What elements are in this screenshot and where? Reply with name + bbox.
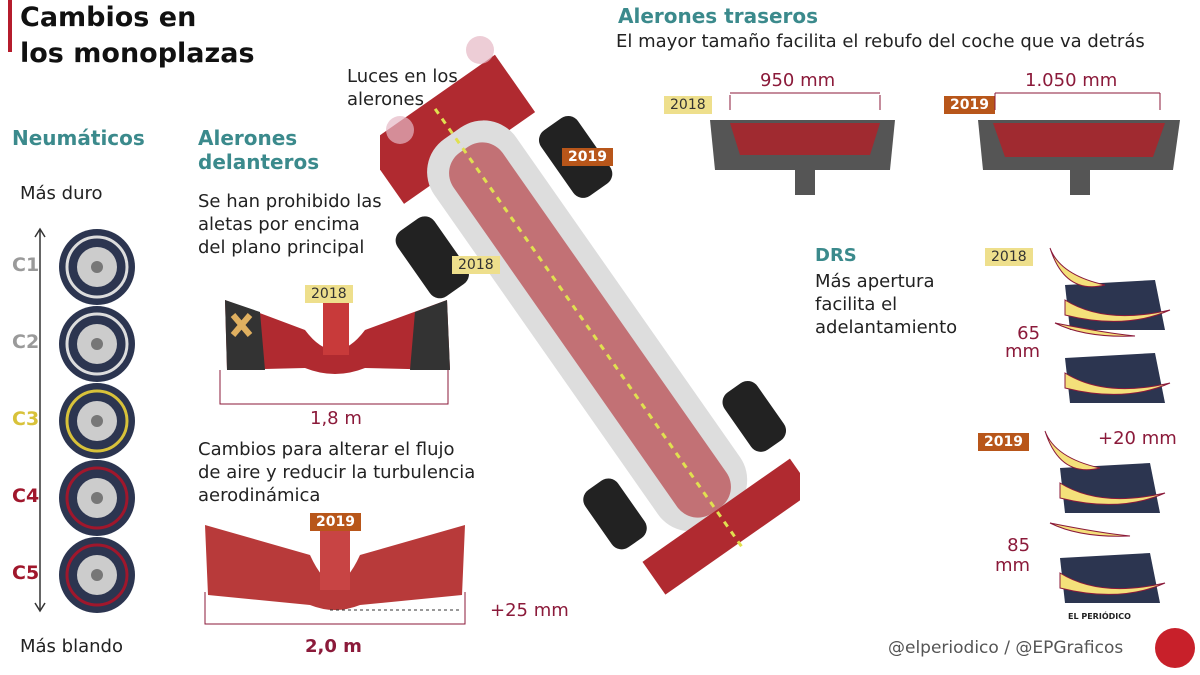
hardness-arrow	[34, 227, 46, 613]
tyre-icon	[59, 229, 135, 305]
compound-label: C4	[12, 485, 40, 507]
car-2018-badge: 2018	[452, 256, 500, 274]
rear-wings-heading: Alerones traseros	[618, 4, 819, 28]
tyre-icon	[59, 383, 135, 459]
drs-wing-image	[1054, 322, 1171, 403]
page-title: Cambios en los monoplazas	[20, 0, 255, 72]
drs-heading: DRS	[815, 245, 857, 266]
car-2019-badge: 2019	[562, 148, 613, 166]
title-line: Cambios en	[20, 2, 197, 33]
note-line: alerones	[347, 89, 424, 110]
tyre-icon	[59, 537, 135, 613]
note-line: Luces en los	[347, 66, 458, 87]
rear-wing-2018-badge: 2018	[664, 96, 712, 114]
value: 85	[1007, 535, 1031, 556]
credit-text: @elperiodico / @EPGraficos	[888, 638, 1124, 658]
rear-wing-2018-image	[710, 92, 895, 195]
rear-wing-2019-width: 1.050 mm	[1025, 70, 1118, 91]
drs-2018-badge: 2018	[985, 248, 1033, 266]
drs-wing-image	[1049, 247, 1171, 330]
unit: mm	[1005, 341, 1041, 362]
tyre-icon	[59, 306, 135, 382]
drs-2019-badge: 2019	[978, 433, 1029, 451]
note-line: aerodinámica	[198, 485, 321, 506]
text-line: facilita el	[815, 294, 898, 315]
tyre-icon	[59, 460, 135, 536]
heading-line: delanteros	[198, 150, 320, 174]
unit: mm	[995, 555, 1031, 576]
note-line: de aire y reducir la turbulencia	[198, 462, 476, 483]
note-line: Se han prohibido las	[198, 191, 382, 212]
compound-label: C1	[12, 254, 40, 276]
front-wing-2019-badge: 2019	[310, 513, 361, 531]
rear-wing-2018-width: 950 mm	[760, 70, 836, 91]
rear-wing-2019-image	[978, 92, 1180, 195]
front-wing-2019-dimension	[204, 592, 466, 625]
front-wing-2019-width: 2,0 m	[305, 636, 362, 657]
drs-wing-image	[1044, 430, 1166, 513]
text-line: adelantamiento	[815, 317, 958, 338]
title-accent-bar	[8, 0, 12, 52]
text-line: Más apertura	[815, 271, 935, 292]
harder-label: Más duro	[20, 183, 103, 204]
front-wing-2018-image	[225, 295, 450, 374]
front-wing-2018-badge: 2018	[305, 285, 353, 303]
front-wing-2019-image	[205, 520, 465, 611]
note-line: Cambios para alterar el flujo	[198, 439, 455, 460]
tyres-heading: Neumáticos	[12, 126, 145, 150]
front-wing-2018-dimension	[219, 370, 449, 405]
note-line: del plano principal	[198, 237, 365, 258]
compound-label: C3	[12, 408, 40, 430]
compound-label: C2	[12, 331, 40, 353]
note-line: aletas por encima	[198, 214, 360, 235]
heading-line: Alerones	[198, 126, 298, 150]
value: 65	[1017, 323, 1041, 344]
el-periodico-logo	[1155, 628, 1195, 668]
title-line: los monoplazas	[20, 38, 255, 69]
compound-label: C5	[12, 562, 40, 584]
front-wing-height-gain: +25 mm	[490, 600, 569, 621]
rear-wing-2019-badge: 2019	[944, 96, 995, 114]
front-wing-2018-width: 1,8 m	[310, 408, 362, 429]
drs-wing-image	[1049, 522, 1166, 603]
softer-label: Más blando	[20, 636, 123, 657]
source-label: EL PERIÓDICO	[1068, 612, 1131, 621]
drs-2019-raise: +20 mm	[1098, 428, 1177, 449]
car-top-view-image	[380, 36, 800, 595]
rear-wings-subtitle: El mayor tamaño facilita el rebufo del c…	[616, 31, 1145, 52]
